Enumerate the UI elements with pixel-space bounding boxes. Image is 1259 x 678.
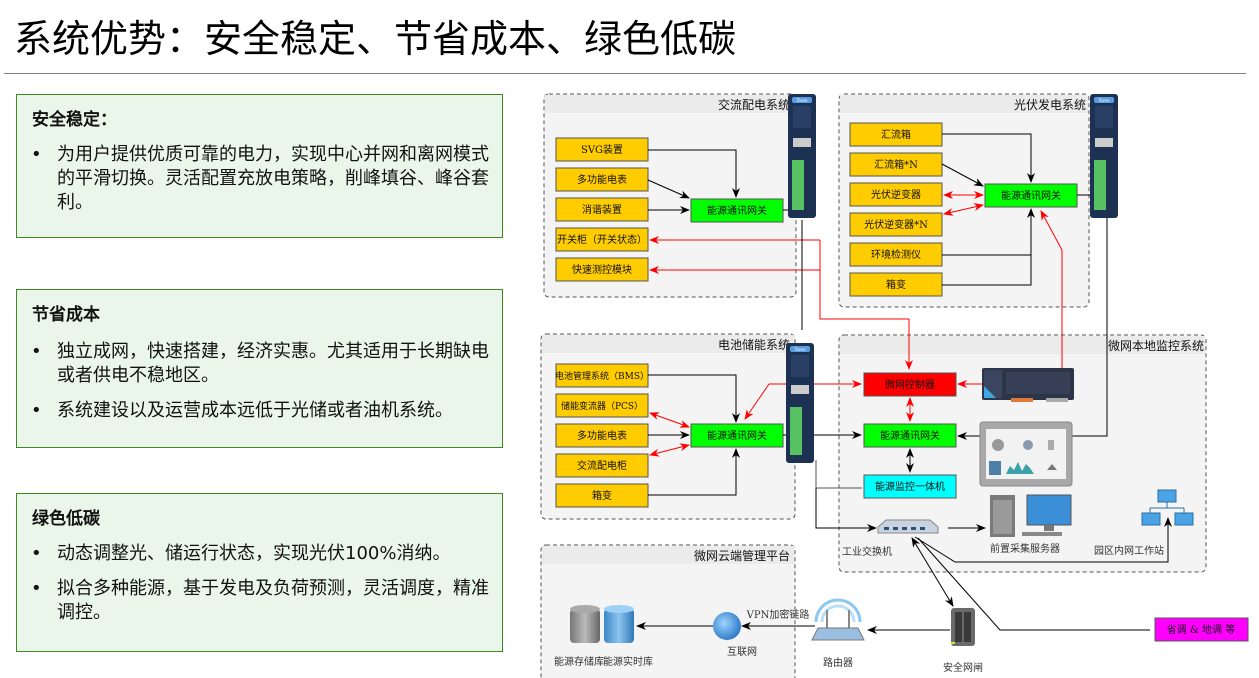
vpn-label: VPN加密链路 <box>746 608 810 621</box>
card-cost: 节省成本 独立成网，快速搭建，经济实惠。尤其适用于长期缺电或者供电不稳地区。 系… <box>16 289 503 448</box>
controller-label: 微网控制器 <box>885 378 935 391</box>
card-bullets: 为用户提供优质可靠的电力，实现中心并网和离网模式的平滑切换。灵活配置充放电策略，… <box>31 143 496 226</box>
bullet-item: 独立成网，快速搭建，经济实惠。尤其适用于长期缺电或者供电不稳地区。 <box>31 340 496 388</box>
storage-db-label: 能源存储库 <box>554 655 604 668</box>
gateway-box <box>863 423 957 448</box>
gateway-device-ac: Toren <box>788 94 816 218</box>
device-label: SVG装置 <box>581 143 623 156</box>
card-green: 绿色低碳 动态调整光、储运行状态，实现光伏100%消纳。 拟合多种能源，基于发电… <box>16 493 503 652</box>
group-cloud-platform: 微网云端管理平台 <box>540 544 796 678</box>
local-monitoring-nodes: 微网控制器 能源通讯网关 能源监控一体机 <box>863 372 957 499</box>
brand-label: Toren <box>794 347 806 352</box>
device-box <box>555 257 649 282</box>
monitor-label: 能源监控一体机 <box>875 480 945 493</box>
card-heading: 安全稳定： <box>32 110 117 130</box>
device-box <box>555 167 649 192</box>
group-title: 电池储能系统 <box>718 337 790 352</box>
device-label: 光伏逆变器 <box>871 188 921 201</box>
dispatch-box <box>1154 617 1249 642</box>
card-heading: 节省成本 <box>32 305 100 325</box>
workstation-network-icon <box>1141 489 1194 526</box>
gateway-label: 能源通讯网关 <box>1001 189 1061 202</box>
realtime-db-label: 能源实时库 <box>603 655 653 668</box>
device-box <box>555 393 649 418</box>
device-box <box>555 453 649 478</box>
device-label: 多功能电表 <box>577 173 627 186</box>
card-safety: 安全稳定： 为用户提供优质可靠的电力，实现中心并网和离网模式的平滑切换。灵活配置… <box>16 94 503 238</box>
battery-devices: 电池管理系统（BMS） 储能变流器（PCS） 多功能电表 交流配电柜 箱变 能源… <box>555 363 784 508</box>
card-bullets: 独立成网，快速搭建，经济实惠。尤其适用于长期缺电或者供电不稳地区。 系统建设以及… <box>31 340 496 434</box>
device-label: 快速测控模块 <box>572 263 632 276</box>
microgrid-controller-box <box>863 372 957 397</box>
bullet-item: 系统建设以及运营成本远低于光储或者油机系统。 <box>31 399 496 423</box>
server-label: 前置采集服务器 <box>990 542 1060 555</box>
device-label: 多功能电表 <box>577 429 627 442</box>
workstation-label: 园区内网工作站 <box>1094 544 1164 557</box>
firewall-label: 安全网闸 <box>943 661 983 674</box>
router-label: 路由器 <box>823 656 853 669</box>
bullet-item: 动态调整光、储运行状态，实现光伏100%消纳。 <box>31 542 496 566</box>
bullet-item: 拟合多种能源，基于发电及负荷预测，灵活调度，精准调控。 <box>31 577 496 625</box>
card-bullets: 动态调整光、储运行状态，实现光伏100%消纳。 拟合多种能源，基于发电及负荷预测… <box>31 542 496 636</box>
brand-label: Toren <box>1098 98 1110 103</box>
device-box <box>849 182 943 207</box>
device-label: 汇流箱*N <box>874 158 918 171</box>
router-icon <box>811 598 865 641</box>
gateway-label: 能源通讯网关 <box>707 429 767 442</box>
title-divider <box>4 73 1246 74</box>
gateway-label: 能源通讯网关 <box>880 429 940 442</box>
gateway-device-battery: Toren <box>786 343 814 463</box>
device-label: 环境检测仪 <box>871 248 921 261</box>
gateway-label: 能源通讯网关 <box>707 204 767 217</box>
ac-devices: SVG装置 多功能电表 消谐装置 开关柜（开关状态） 快速测控模块 能源通讯网关 <box>555 137 784 282</box>
device-label: 开关柜（开关状态） <box>557 233 647 246</box>
gateway-device-pv: Toren <box>1090 94 1118 218</box>
brand-label: Toren <box>796 98 808 103</box>
switch-label: 工业交换机 <box>842 545 892 558</box>
internet-label: 互联网 <box>727 646 757 658</box>
device-label: 消谐装置 <box>582 203 622 216</box>
database-storage-icon <box>570 605 600 643</box>
device-label: 箱变 <box>886 278 906 291</box>
front-server-image <box>990 494 1072 537</box>
plc-controller-image <box>982 368 1074 402</box>
ac-links <box>647 149 913 370</box>
card-heading: 绿色低碳 <box>32 509 100 529</box>
device-label: 储能变流器（PCS） <box>561 400 643 412</box>
device-box <box>555 227 649 252</box>
monitor-box <box>863 474 957 499</box>
device-label: 光伏逆变器*N <box>864 218 928 231</box>
device-label: 汇流箱 <box>881 128 911 141</box>
internet-globe-icon <box>713 612 741 640</box>
group-title: 光伏发电系统 <box>1014 97 1086 112</box>
bullet-item: 为用户提供优质可靠的电力，实现中心并网和离网模式的平滑切换。灵活配置充放电策略，… <box>31 143 496 215</box>
group-title: 微网本地监控系统 <box>1108 339 1204 353</box>
industrial-switch-icon <box>877 519 939 534</box>
device-label: 箱变 <box>592 489 612 502</box>
hmi-panel-image <box>979 421 1073 487</box>
security-gateway-icon <box>951 608 975 646</box>
dispatch-label: 省调 & 地调 等 <box>1167 623 1235 636</box>
device-label: 交流配电柜 <box>577 459 627 472</box>
database-realtime-icon <box>604 605 634 643</box>
device-box <box>849 212 943 237</box>
group-title: 微网云端管理平台 <box>694 548 790 563</box>
device-label: 电池管理系统（BMS） <box>555 370 649 382</box>
group-title: 交流配电系统 <box>718 97 790 112</box>
page-title: 系统优势：安全稳定、节省成本、绿色低碳 <box>14 17 737 61</box>
